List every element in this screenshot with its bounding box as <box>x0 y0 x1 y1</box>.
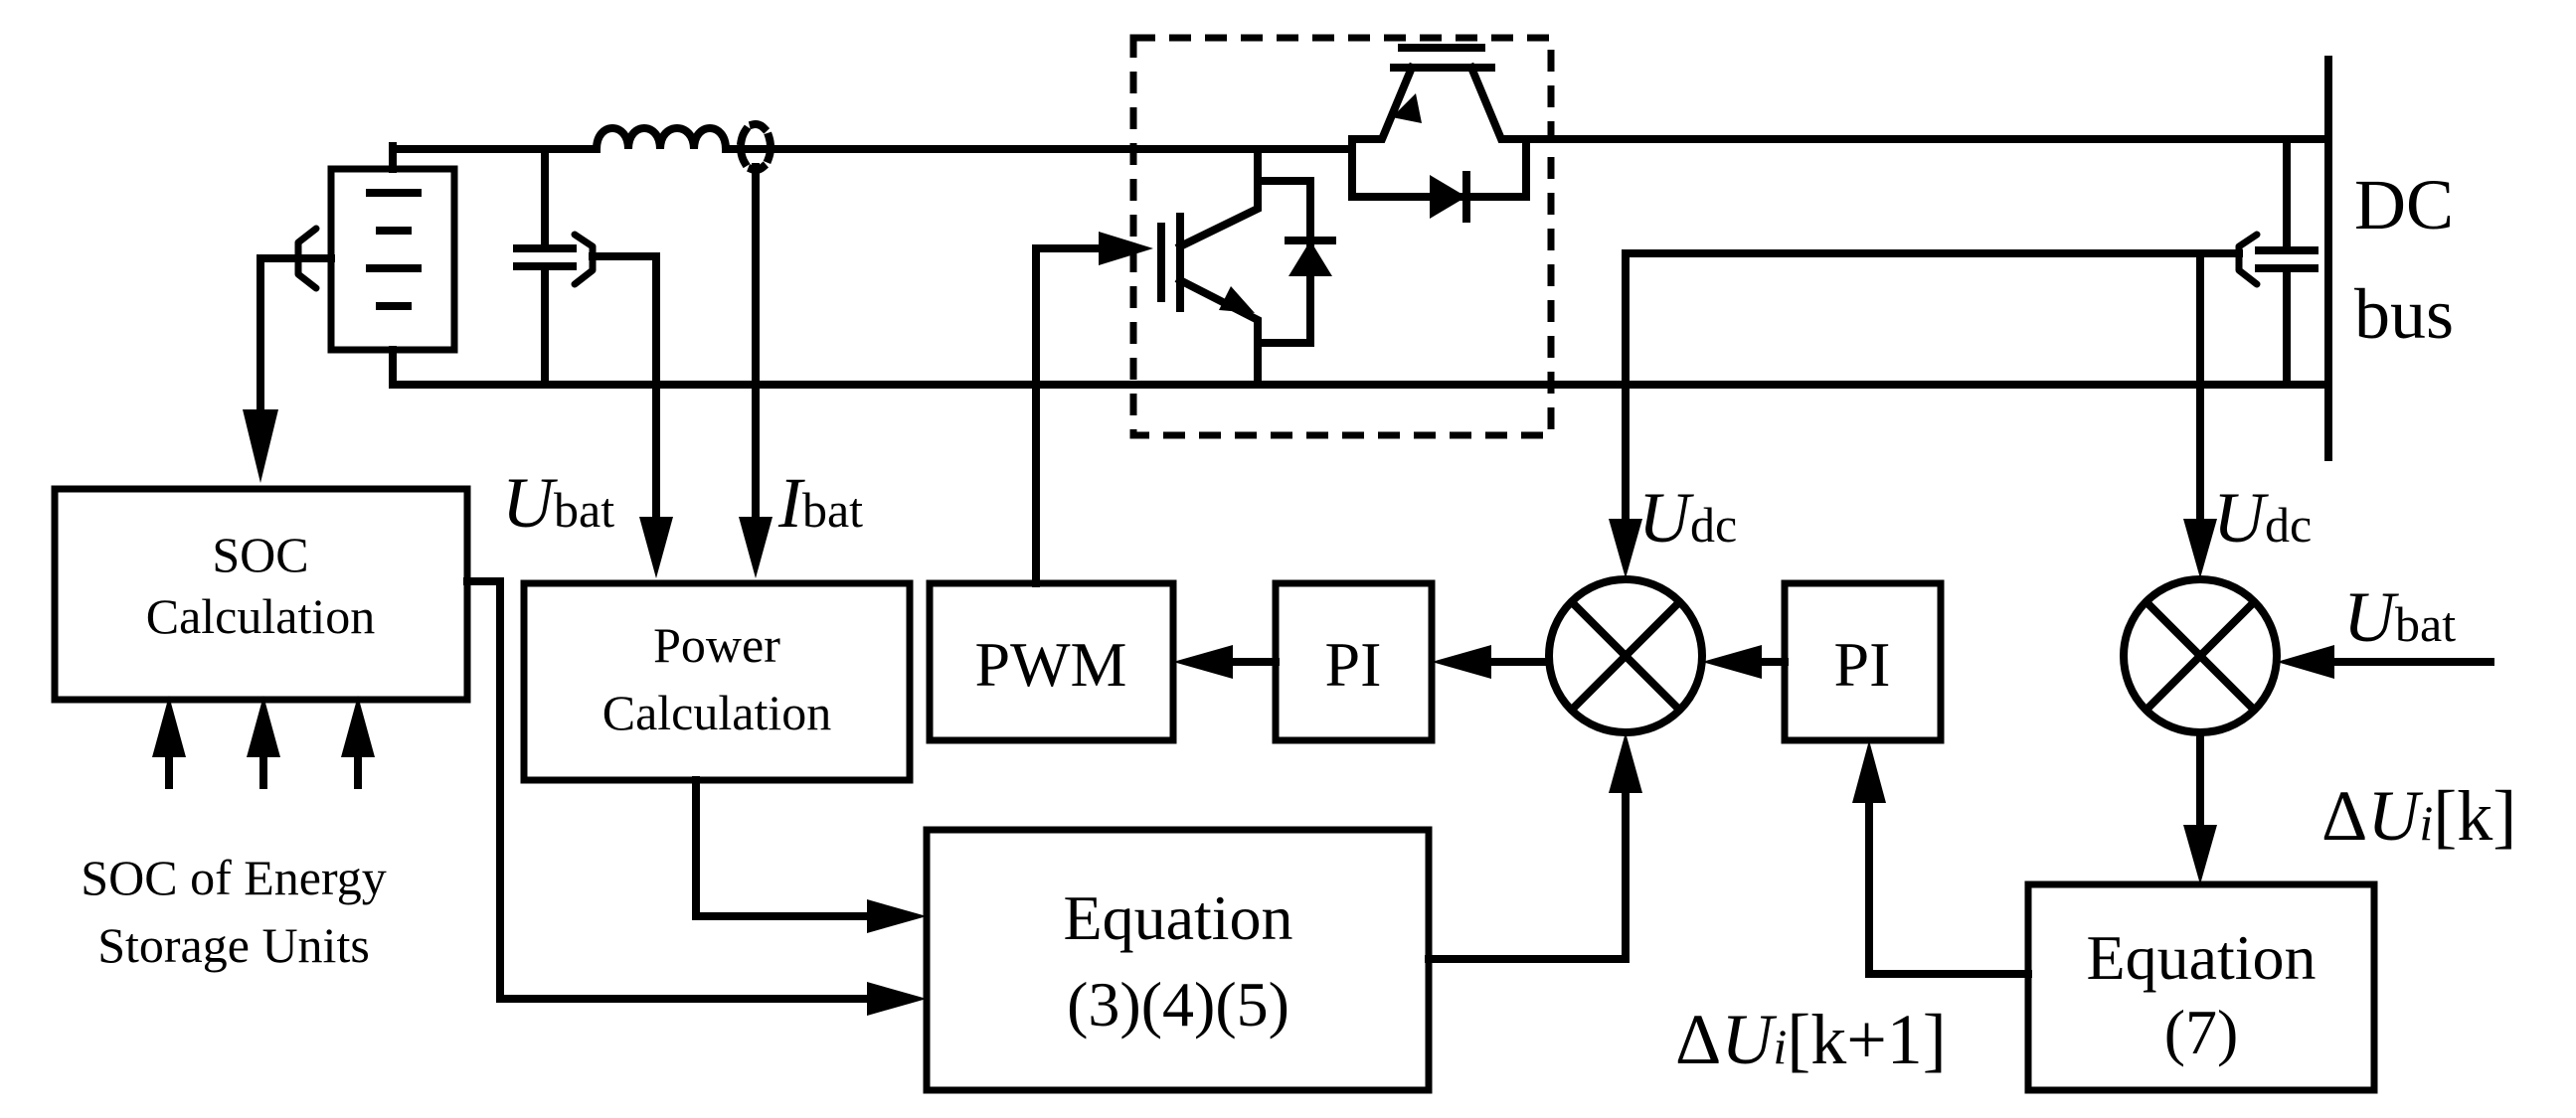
input-capacitor-icon <box>513 145 673 578</box>
pi-outer-block <box>1781 579 1945 744</box>
udc-arrow-outer <box>2183 519 2217 578</box>
eq345-label-2: (3)(4)(5) <box>1067 969 1289 1039</box>
eq7-label-2: (7) <box>2164 997 2239 1067</box>
current-sensor-icon <box>737 120 774 578</box>
equation-7-block <box>2024 880 2378 1094</box>
soc-units-label-1: SOC of Energy <box>81 850 386 905</box>
u-bat-measured-label: Ubat <box>502 463 614 543</box>
delta-u-k-label: ΔUi[k] <box>2321 776 2516 856</box>
lower-switch-icon <box>1157 145 1336 389</box>
u-bat-ref-arrow <box>2277 645 2334 679</box>
i-bat-measured-label: Ibat <box>777 463 863 543</box>
soc-to-eq345-wire <box>463 577 874 1003</box>
soc-calc-label-2: Calculation <box>146 588 376 644</box>
udc-feedback-wire-inner <box>1622 249 2204 528</box>
soc-to-eq345-arrow <box>867 982 927 1016</box>
power-circuit <box>243 34 2332 578</box>
pi-inner-label: PI <box>1325 629 1382 700</box>
dc-bus-label-2: bus <box>2354 274 2454 354</box>
power-to-eq345-wire <box>692 776 874 920</box>
battery-icon <box>327 145 458 389</box>
dc-bus-label: DC <box>2354 165 2454 244</box>
pwm-gate-wire <box>1032 244 1108 587</box>
u-bat-ref-label: Ubat <box>2343 577 2456 657</box>
soc-calculation-block <box>51 485 471 704</box>
eq345-to-sum-arrow <box>1609 732 1642 793</box>
pwm-block <box>926 579 1177 744</box>
inner-summing-junction <box>1545 575 1706 736</box>
u-dc-inner-label: Udc <box>1638 478 1737 558</box>
delta-u-k1-label: ΔUi[k+1] <box>1675 1000 1947 1079</box>
power-calc-label-1: Power <box>653 617 780 673</box>
soc-units-label-2: Storage Units <box>97 917 370 973</box>
udc-arrow-inner <box>1609 519 1642 578</box>
power-calc-label-2: Calculation <box>602 685 832 740</box>
pi-outer-to-sum-arrow <box>1702 645 1762 679</box>
pwm-gate-arrow <box>1099 232 1153 265</box>
eq7-label-1: Equation <box>2086 922 2316 993</box>
pwm-label: PWM <box>975 629 1127 700</box>
pi-outer-label: PI <box>1834 629 1891 700</box>
eq345-label-1: Equation <box>1063 882 1292 953</box>
pi-to-pwm-arrow <box>1173 645 1233 679</box>
upper-switch-icon <box>1348 44 1530 223</box>
eq345-to-sum-wire <box>1425 786 1630 963</box>
sum-to-pi-arrow <box>1432 645 1491 679</box>
outer-summing-junction <box>2120 575 2281 736</box>
inductor-icon <box>592 124 731 154</box>
power-calculation-block <box>520 579 914 784</box>
soc-calc-label-1: SOC <box>212 527 308 582</box>
soc-sensor-icon <box>243 225 335 483</box>
u-dc-outer-label: Udc <box>2213 478 2312 558</box>
equation-345-block <box>923 826 1433 1094</box>
power-to-eq345-arrow <box>867 899 927 933</box>
sum-to-eq7-arrow <box>2183 825 2217 884</box>
dc-bus-capacitor-icon <box>2196 135 2318 389</box>
eq7-to-pi-arrow <box>1852 740 1886 803</box>
soc-input-arrows <box>152 696 375 789</box>
eq7-to-pi-wire <box>1865 796 2032 978</box>
converter-boundary <box>1129 34 1555 439</box>
